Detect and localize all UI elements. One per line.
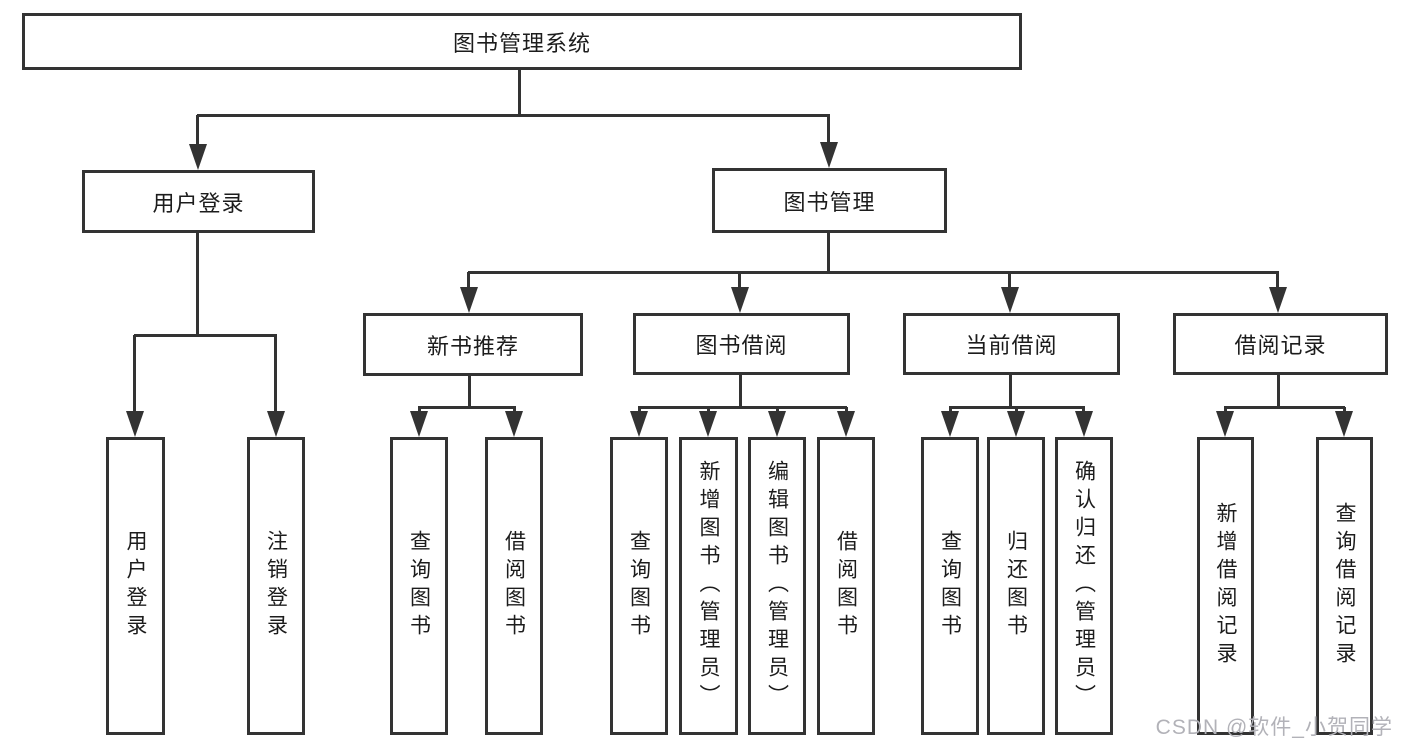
leaf-label: 编辑图书（管理员） xyxy=(765,460,789,712)
arrowhead-icon xyxy=(820,142,838,168)
leaf-return-book: 归还图书 xyxy=(987,437,1045,735)
leaf-label: 确认归还（管理员） xyxy=(1072,460,1096,712)
leaf-label: 借阅图书 xyxy=(502,530,526,642)
arrowhead-icon xyxy=(768,411,786,437)
arrowhead-icon xyxy=(189,144,207,170)
leaf-query-book-rec: 查询图书 xyxy=(390,437,448,735)
leaf-label: 查询图书 xyxy=(627,530,651,642)
arrowhead-icon xyxy=(460,287,478,313)
connector-to-leaf xyxy=(418,407,421,414)
connector-to-leaf xyxy=(274,335,277,413)
node-user-login-label: 用户登录 xyxy=(152,190,245,216)
connector-to-leaf xyxy=(513,407,516,414)
connector-to-borrow-record xyxy=(1276,272,1279,289)
leaf-user-login: 用户登录 xyxy=(106,437,165,735)
connector-new-book-rec-branch xyxy=(418,406,516,409)
arrowhead-icon xyxy=(630,411,648,437)
connector-to-leaf xyxy=(707,407,710,414)
connector-book-mgmt-stem xyxy=(827,233,830,274)
connector-to-book-borrow xyxy=(738,272,741,289)
connector-new-book-rec-stem xyxy=(468,376,471,409)
connector-level3-branch xyxy=(468,271,1279,274)
arrowhead-icon xyxy=(941,411,959,437)
leaf-query-borrow-record: 查询借阅记录 xyxy=(1316,437,1373,735)
connector-to-leaf xyxy=(133,335,136,413)
node-current-borrow: 当前借阅 xyxy=(903,313,1120,375)
node-borrow-record: 借阅记录 xyxy=(1173,313,1388,375)
arrowhead-icon xyxy=(267,411,285,437)
leaf-label: 查询借阅记录 xyxy=(1333,502,1356,670)
leaf-query-book-borrow: 查询图书 xyxy=(610,437,668,735)
arrowhead-icon xyxy=(1075,411,1093,437)
connector-to-user-login xyxy=(196,115,199,145)
arrowhead-icon xyxy=(1335,411,1353,437)
leaf-logout: 注销登录 xyxy=(247,437,305,735)
leaf-query-book-current: 查询图书 xyxy=(921,437,979,735)
node-root-label: 图书管理系统 xyxy=(452,30,591,56)
node-new-book-rec: 新书推荐 xyxy=(363,313,583,376)
connector-to-leaf xyxy=(1082,407,1085,414)
leaf-label: 查询图书 xyxy=(407,530,431,642)
node-book-borrow: 图书借阅 xyxy=(633,313,850,375)
connector-borrow-record-stem xyxy=(1277,375,1280,409)
connector-level2-branch xyxy=(197,114,830,117)
arrowhead-icon xyxy=(1216,411,1234,437)
arrowhead-icon xyxy=(731,287,749,313)
connector-book-borrow-branch xyxy=(638,406,847,409)
leaf-label: 新增借阅记录 xyxy=(1214,502,1237,670)
leaf-label: 用户登录 xyxy=(124,530,147,642)
leaf-label: 查询图书 xyxy=(938,530,962,642)
node-current-borrow-label: 当前借阅 xyxy=(965,333,1058,358)
leaf-add-book-admin: 新增图书（管理员） xyxy=(679,437,738,735)
connector-to-leaf xyxy=(1343,407,1346,414)
connector-borrow-record-branch xyxy=(1224,406,1345,409)
connector-user-login-stem xyxy=(196,233,199,337)
leaf-confirm-return-admin: 确认归还（管理员） xyxy=(1055,437,1113,735)
arrowhead-icon xyxy=(505,411,523,437)
arrowhead-icon xyxy=(1269,287,1287,313)
arrowhead-icon xyxy=(837,411,855,437)
leaf-label: 借阅图书 xyxy=(834,530,858,642)
node-new-book-rec-label: 新书推荐 xyxy=(426,333,519,359)
connector-to-new-book-rec xyxy=(467,272,470,289)
leaf-label: 注销登录 xyxy=(264,530,288,642)
leaf-label: 新增图书（管理员） xyxy=(697,460,720,712)
connector-to-leaf xyxy=(1224,407,1227,414)
connector-to-leaf xyxy=(1015,407,1018,414)
connector-to-leaf xyxy=(949,407,952,414)
arrowhead-icon xyxy=(699,411,717,437)
csdn-watermark: CSDN @软件_小贺同学 xyxy=(1155,716,1393,739)
leaf-borrow-book: 借阅图书 xyxy=(817,437,875,735)
node-book-mgmt-label: 图书管理 xyxy=(783,189,876,215)
connector-to-leaf xyxy=(638,407,641,414)
connector-book-borrow-stem xyxy=(739,375,742,409)
connector-to-leaf xyxy=(845,407,848,414)
node-root: 图书管理系统 xyxy=(22,13,1022,70)
node-book-borrow-label: 图书借阅 xyxy=(695,333,788,358)
node-book-mgmt: 图书管理 xyxy=(712,168,947,233)
arrowhead-icon xyxy=(1001,287,1019,313)
connector-user-login-branch xyxy=(134,334,277,337)
connector-root-stem xyxy=(518,70,521,116)
node-user-login: 用户登录 xyxy=(82,170,315,233)
arrowhead-icon xyxy=(1007,411,1025,437)
connector-to-current-borrow xyxy=(1008,272,1011,289)
leaf-add-borrow-record: 新增借阅记录 xyxy=(1197,437,1254,735)
connector-to-book-mgmt xyxy=(827,115,830,143)
leaf-edit-book-admin: 编辑图书（管理员） xyxy=(748,437,806,735)
leaf-borrow-book-rec: 借阅图书 xyxy=(485,437,543,735)
connector-current-borrow-stem xyxy=(1009,375,1012,409)
leaf-label: 归还图书 xyxy=(1004,530,1028,642)
connector-to-leaf xyxy=(776,407,779,414)
arrowhead-icon xyxy=(410,411,428,437)
arrowhead-icon xyxy=(126,411,144,437)
node-borrow-record-label: 借阅记录 xyxy=(1234,333,1327,358)
